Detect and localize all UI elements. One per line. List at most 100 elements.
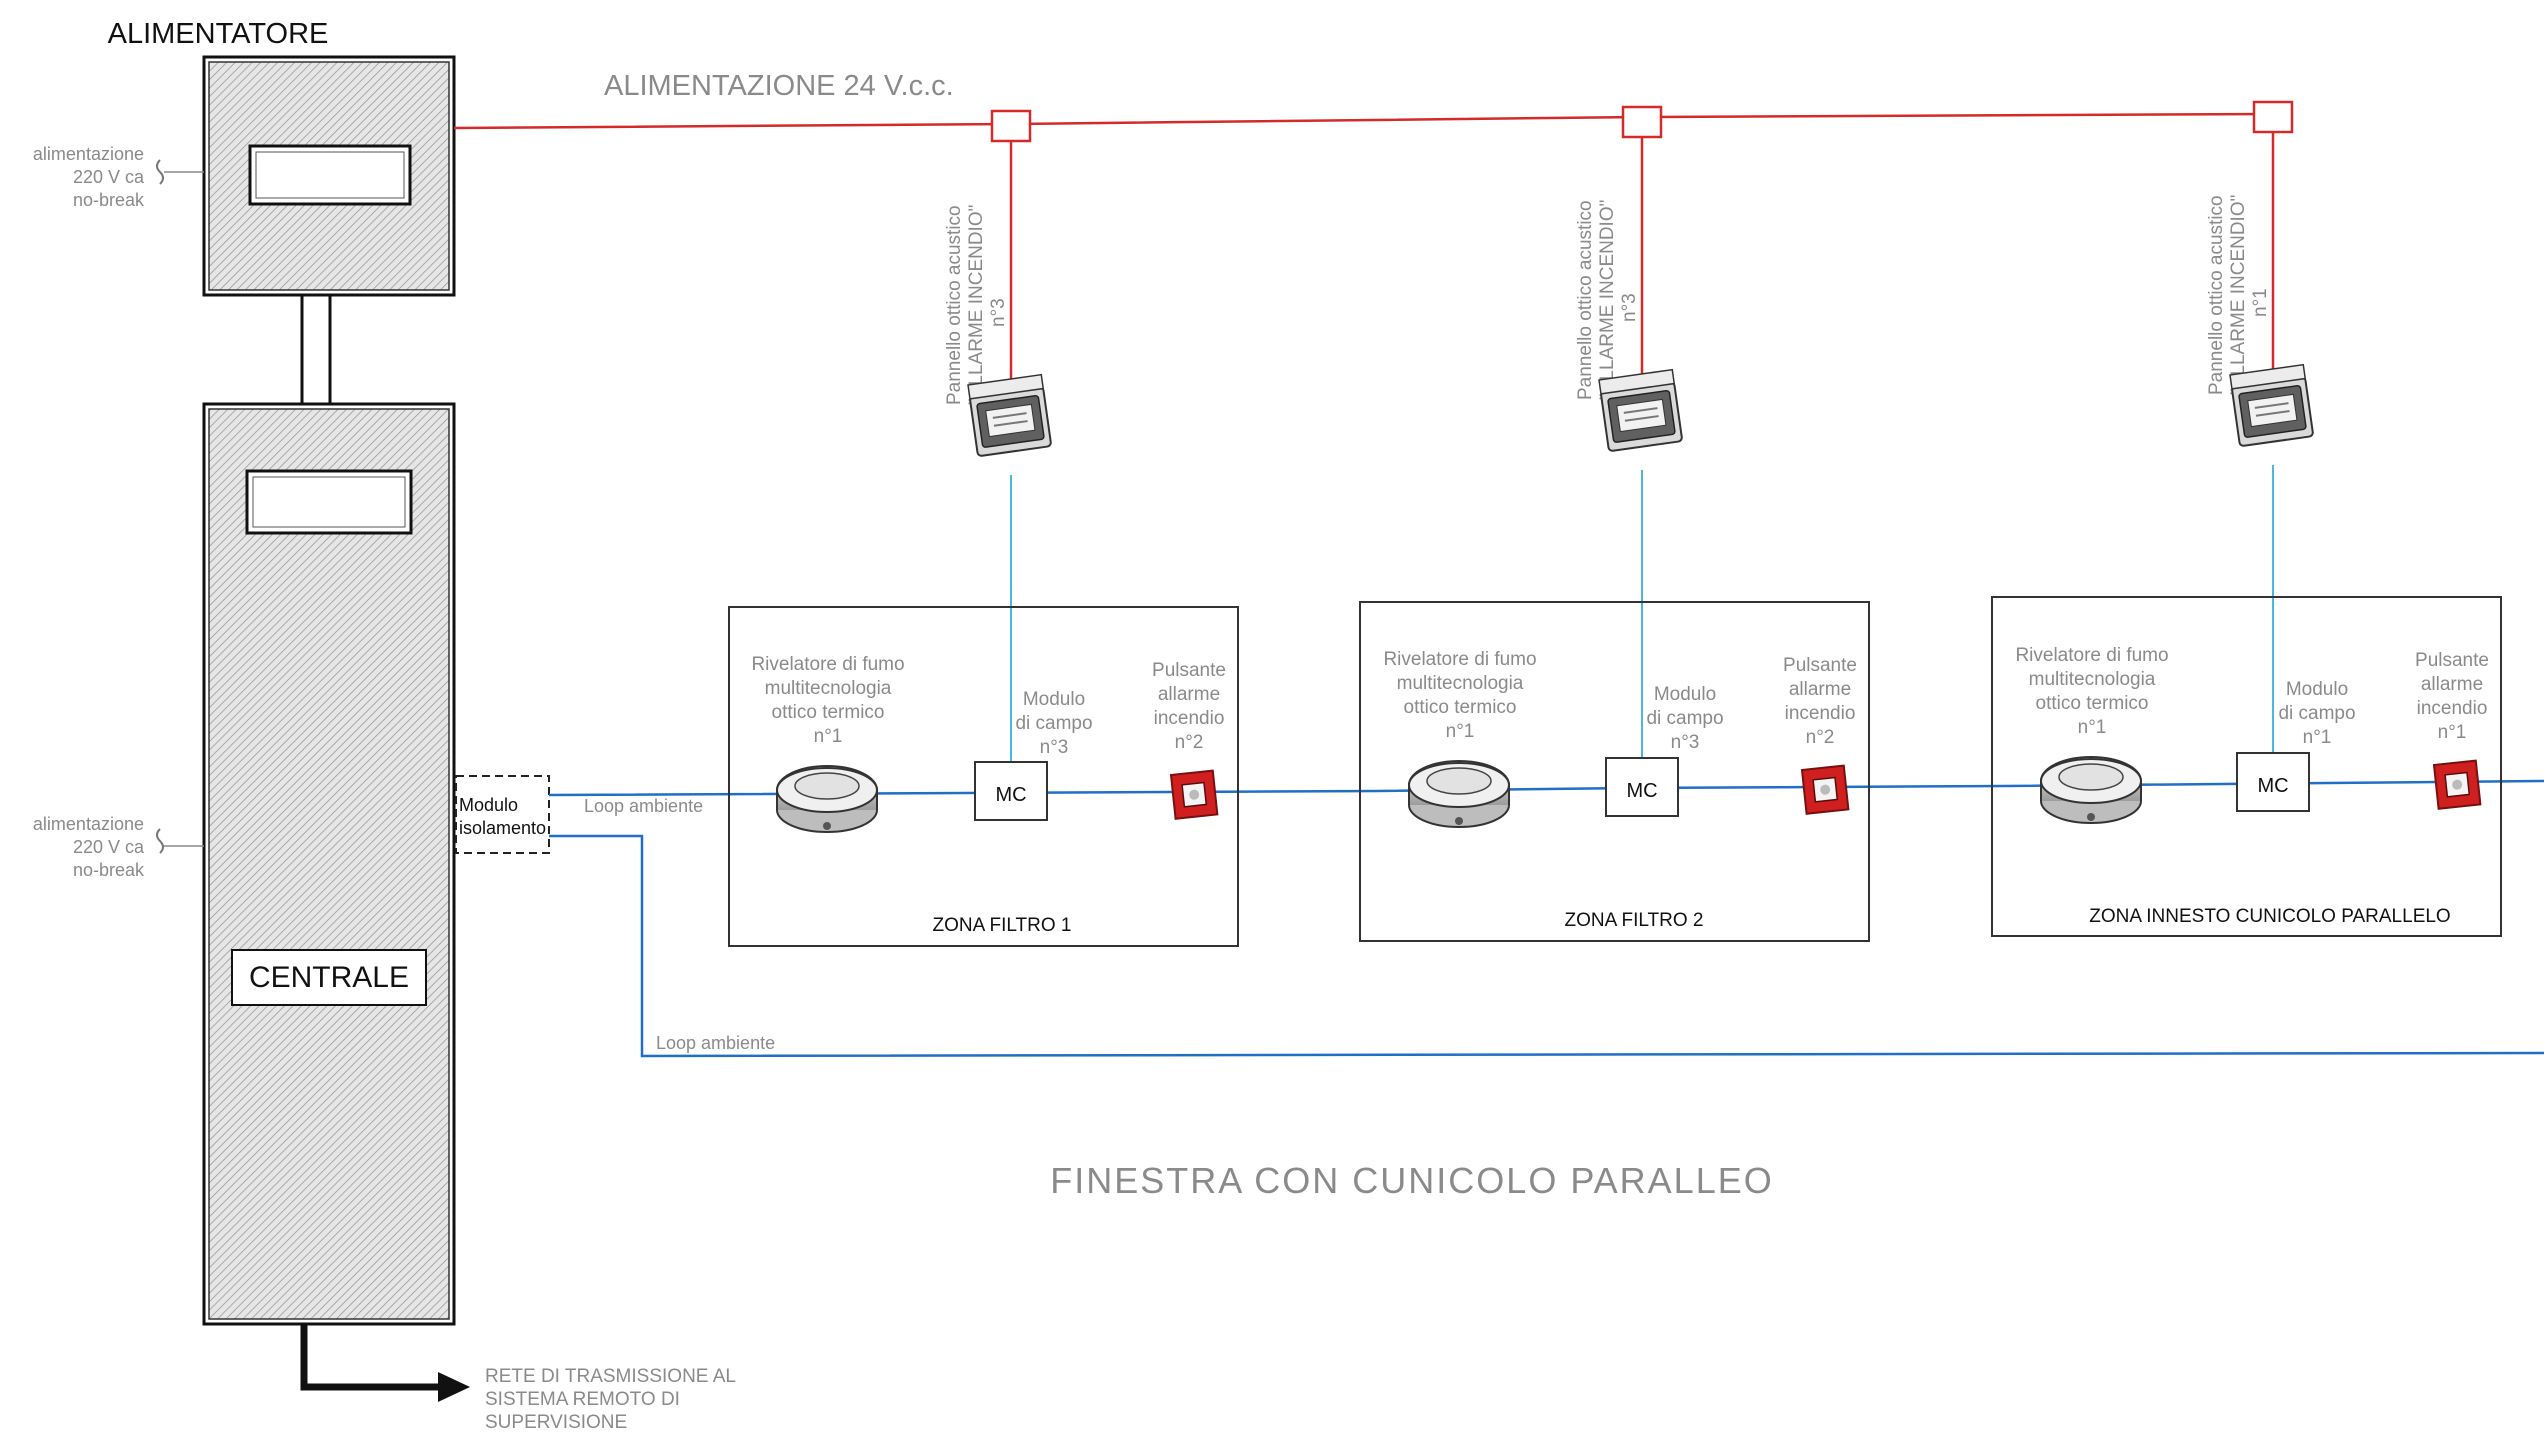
transmission-arrow bbox=[300, 1324, 470, 1402]
alarm-panel-icon-3 bbox=[2229, 363, 2314, 447]
junction-box-3 bbox=[2252, 100, 2294, 134]
svg-text:"ALLARME INCENDIO": "ALLARME INCENDIO" bbox=[2228, 195, 2249, 395]
svg-text:n°3: n°3 bbox=[1671, 732, 1700, 753]
field-module-code-1: MC bbox=[995, 784, 1026, 806]
svg-text:n°1: n°1 bbox=[2438, 722, 2467, 743]
svg-text:no-break: no-break bbox=[73, 860, 145, 880]
svg-text:Pannello ottico acustico: Pannello ottico acustico bbox=[944, 205, 965, 405]
control-panel-mains-label: alimentazione 220 V ca no-break bbox=[33, 814, 145, 880]
zone-2: ZONA FILTRO 2 Pannello ottico acustico "… bbox=[1359, 200, 1870, 942]
zone-1-name: ZONA FILTRO 1 bbox=[932, 915, 1071, 936]
svg-text:allarme: allarme bbox=[1158, 684, 1220, 705]
zone-2-panel-label: Pannello ottico acustico "ALLARME INCEND… bbox=[1575, 200, 1640, 400]
svg-text:220 V ca: 220 V ca bbox=[73, 837, 145, 857]
zone-3: ZONA INNESTO CUNICOLO PARALLELO Pannello… bbox=[1991, 195, 2502, 937]
svg-text:allarme: allarme bbox=[1789, 679, 1851, 700]
zone-1-panel-label: Pannello ottico acustico "ALLARME INCEND… bbox=[944, 205, 1009, 405]
alarm-panel-icon-1 bbox=[967, 373, 1052, 457]
zone-3-panel-label: Pannello ottico acustico "ALLARME INCEND… bbox=[2206, 195, 2271, 395]
svg-text:ottico termico: ottico termico bbox=[1404, 697, 1517, 718]
svg-text:Pulsante: Pulsante bbox=[2415, 650, 2489, 671]
svg-text:multitecnologia: multitecnologia bbox=[765, 678, 892, 699]
svg-text:Modulo: Modulo bbox=[2286, 679, 2348, 700]
svg-text:n°1: n°1 bbox=[2250, 288, 2271, 317]
svg-text:allarme: allarme bbox=[2421, 674, 2483, 695]
svg-text:Pulsante: Pulsante bbox=[1152, 660, 1226, 681]
control-panel-box bbox=[202, 402, 456, 1326]
mains-tilde-icon bbox=[156, 159, 164, 185]
control-panel-display bbox=[245, 469, 413, 535]
svg-text:di campo: di campo bbox=[2278, 703, 2355, 724]
svg-text:alimentazione: alimentazione bbox=[33, 144, 144, 164]
supply-line-label: ALIMENTAZIONE 24 V.c.c. bbox=[604, 70, 954, 102]
zone-3-box bbox=[1991, 596, 2502, 937]
svg-text:incendio: incendio bbox=[1154, 708, 1225, 729]
svg-text:SUPERVISIONE: SUPERVISIONE bbox=[485, 1412, 627, 1433]
svg-text:ottico termico: ottico termico bbox=[772, 702, 885, 723]
diagram-title: FINESTRA CON CUNICOLO PARALLEO bbox=[1050, 1160, 1773, 1201]
svg-text:n°2: n°2 bbox=[1806, 727, 1835, 748]
zone-1-box bbox=[728, 606, 1239, 947]
svg-text:"ALLARME INCENDIO": "ALLARME INCENDIO" bbox=[966, 205, 987, 405]
smoke-detector-icon-3 bbox=[2040, 756, 2142, 824]
control-panel-label-box bbox=[231, 949, 427, 1006]
svg-text:n°3: n°3 bbox=[1619, 293, 1640, 322]
zone-3-button-label: Pulsante allarme incendio n°1 bbox=[2415, 650, 2489, 743]
junction-box-1 bbox=[990, 109, 1032, 143]
zone-2-detector-label: Rivelatore di fumo multitecnologia ottic… bbox=[1383, 649, 1536, 742]
svg-text:"ALLARME INCENDIO": "ALLARME INCENDIO" bbox=[1597, 200, 1618, 400]
svg-text:n°3: n°3 bbox=[988, 298, 1009, 327]
svg-text:incendio: incendio bbox=[1785, 703, 1856, 724]
zone-2-button-label: Pulsante allarme incendio n°2 bbox=[1783, 655, 1857, 748]
zone-2-box bbox=[1359, 601, 1870, 942]
control-panel-label: CENTRALE bbox=[249, 961, 409, 994]
alarm-button-icon-2 bbox=[1800, 764, 1850, 815]
field-module-box-2 bbox=[1605, 757, 1679, 817]
svg-text:n°1: n°1 bbox=[2303, 727, 2332, 748]
zone-3-module-label: Modulo di campo n°1 bbox=[2278, 679, 2355, 748]
isolation-module-label-2: isolamento bbox=[459, 818, 546, 838]
zone-1-module-label: Modulo di campo n°3 bbox=[1015, 689, 1092, 758]
svg-text:Pannello ottico acustico: Pannello ottico acustico bbox=[2206, 195, 2227, 395]
svg-text:di campo: di campo bbox=[1646, 708, 1723, 729]
zone-3-detector-label: Rivelatore di fumo multitecnologia ottic… bbox=[2015, 645, 2168, 738]
svg-text:Rivelatore di fumo: Rivelatore di fumo bbox=[751, 654, 904, 675]
svg-text:Rivelatore di fumo: Rivelatore di fumo bbox=[1383, 649, 1536, 670]
smoke-detector-icon-1 bbox=[776, 765, 878, 833]
svg-text:n°3: n°3 bbox=[1040, 737, 1069, 758]
power-supply-box bbox=[202, 55, 456, 297]
power-supply-mains-label: alimentazione 220 V ca no-break bbox=[33, 144, 145, 210]
isolation-module-box bbox=[455, 775, 550, 854]
alarm-panel-icon-2 bbox=[1598, 368, 1683, 452]
transmission-label: RETE DI TRASMISSIONE AL SISTEMA REMOTO D… bbox=[485, 1366, 736, 1433]
field-module-code-3: MC bbox=[2257, 775, 2288, 797]
svg-text:Pannello ottico acustico: Pannello ottico acustico bbox=[1575, 200, 1596, 400]
field-module-box-1 bbox=[974, 761, 1048, 821]
power-supply-title: ALIMENTATORE bbox=[108, 18, 329, 50]
svg-text:ottico termico: ottico termico bbox=[2036, 693, 2149, 714]
zone-1-button-label: Pulsante allarme incendio n°2 bbox=[1152, 660, 1226, 753]
mains-tilde-icon-2 bbox=[156, 828, 164, 854]
svg-text:n°2: n°2 bbox=[1175, 732, 1204, 753]
alarm-button-icon-3 bbox=[2432, 759, 2482, 810]
svg-text:RETE DI TRASMISSIONE AL: RETE DI TRASMISSIONE AL bbox=[485, 1366, 736, 1387]
svg-text:no-break: no-break bbox=[73, 190, 145, 210]
zone-2-name: ZONA FILTRO 2 bbox=[1564, 910, 1703, 931]
svg-text:Pulsante: Pulsante bbox=[1783, 655, 1857, 676]
svg-text:alimentazione: alimentazione bbox=[33, 814, 144, 834]
zone-3-name: ZONA INNESTO CUNICOLO PARALLELO bbox=[2089, 906, 2450, 927]
loop-line-lower bbox=[549, 834, 2544, 1058]
svg-text:Rivelatore di fumo: Rivelatore di fumo bbox=[2015, 645, 2168, 666]
svg-text:multitecnologia: multitecnologia bbox=[1397, 673, 1524, 694]
isolation-module-label-1: Modulo bbox=[459, 795, 518, 815]
svg-text:n°1: n°1 bbox=[2078, 717, 2107, 738]
svg-text:220 V ca: 220 V ca bbox=[73, 167, 145, 187]
svg-text:incendio: incendio bbox=[2417, 698, 2488, 719]
svg-text:SISTEMA REMOTO DI: SISTEMA REMOTO DI bbox=[485, 1389, 680, 1410]
svg-text:n°1: n°1 bbox=[1446, 721, 1475, 742]
svg-text:n°1: n°1 bbox=[814, 726, 843, 747]
zone-1: ZONA FILTRO 1 Pannello ottico acustico "… bbox=[728, 205, 1239, 947]
svg-text:multitecnologia: multitecnologia bbox=[2029, 669, 2156, 690]
power-supply-display bbox=[248, 144, 412, 206]
zone-1-detector-label: Rivelatore di fumo multitecnologia ottic… bbox=[751, 654, 904, 747]
